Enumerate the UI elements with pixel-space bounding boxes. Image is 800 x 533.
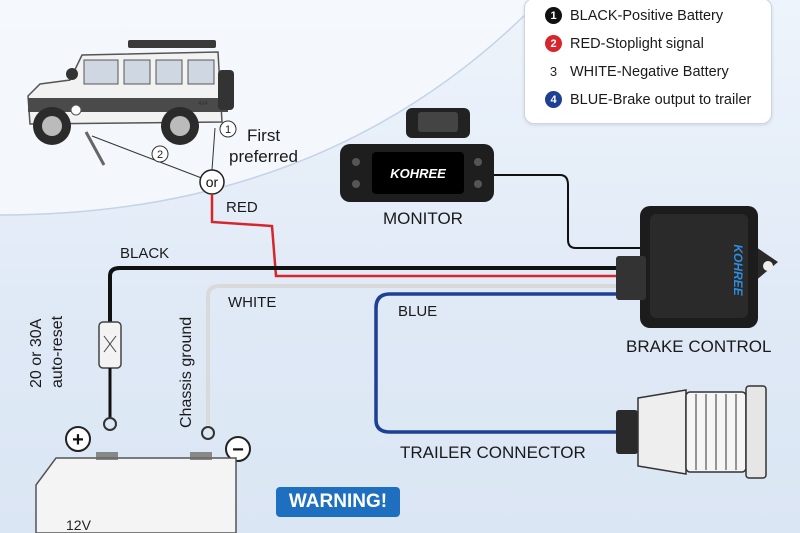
blue-wire xyxy=(374,292,625,434)
red-wire-label: RED xyxy=(226,199,258,216)
negative-symbol: − xyxy=(232,439,244,461)
brake-control-label: BRAKE CONTROL xyxy=(626,337,772,356)
first-preferred-label-line2: preferred xyxy=(229,147,298,166)
trailer-connector-plug xyxy=(616,385,767,479)
legend-number-1: 1 xyxy=(545,7,562,24)
wire-color-legend: 1 BLACK-Positive Battery 2 RED-Stoplight… xyxy=(524,0,772,124)
or-text: or xyxy=(206,174,219,190)
legend-number-2: 2 xyxy=(545,35,562,52)
negative-terminal-icon xyxy=(225,436,251,462)
white-wire xyxy=(206,284,625,425)
inline-fuse xyxy=(98,321,122,431)
white-wire-label: WHITE xyxy=(228,294,277,311)
marker-1-circle xyxy=(219,120,237,138)
legend-item-white: 3 WHITE-Negative Battery xyxy=(545,63,729,80)
legend-text-blue: BLUE-Brake output to trailer xyxy=(570,91,752,108)
fuse-type-label: auto-reset xyxy=(49,315,66,388)
marker-2-circle xyxy=(151,145,169,163)
svg-text:4x4: 4x4 xyxy=(198,101,208,107)
chassis-ground-label: Chassis ground xyxy=(178,316,195,428)
legend-item-black: 1 BLACK-Positive Battery xyxy=(545,7,723,24)
warning-badge: WARNING! xyxy=(276,487,400,517)
leader-line-pedal xyxy=(91,135,213,183)
legend-text-black: BLACK-Positive Battery xyxy=(570,7,724,24)
svg-text:KOHREE: KOHREE xyxy=(731,244,745,296)
svg-text:KOHREE: KOHREE xyxy=(390,166,446,181)
leader-line-pedal-rod xyxy=(84,131,106,166)
legend-text-white: WHITE-Negative Battery xyxy=(570,63,729,80)
legend-text-red: RED-Stoplight signal xyxy=(570,35,704,52)
legend-number-3: 3 xyxy=(545,63,562,80)
blue-wire-label: BLUE xyxy=(398,303,438,320)
battery-illustration xyxy=(35,452,237,533)
monitor-cable xyxy=(494,174,640,249)
positive-terminal-icon xyxy=(65,426,91,452)
trailer-connector-label: TRAILER CONNECTOR xyxy=(400,443,586,462)
legend-number-4: 4 xyxy=(545,91,562,108)
marker-2-text: 2 xyxy=(157,149,163,161)
legend-item-red: 2 RED-Stoplight signal xyxy=(545,35,704,52)
red-wire xyxy=(210,194,625,278)
background-arc-edge xyxy=(0,0,541,216)
legend-item-blue: 4 BLUE-Brake output to trailer xyxy=(545,91,751,108)
battery-voltage-label: 12V xyxy=(66,517,91,533)
monitor-label: MONITOR xyxy=(383,209,463,228)
brake-control-device: KOHREE xyxy=(616,206,778,328)
marker-1-text: 1 xyxy=(225,124,231,136)
positive-symbol: + xyxy=(72,429,84,451)
vehicle-illustration: 4x4 xyxy=(27,40,234,145)
fuse-rating-label: 20 or 30A xyxy=(28,318,45,388)
black-wire xyxy=(108,266,625,322)
leader-line-switch xyxy=(211,127,216,171)
monitor-device: KOHREE xyxy=(340,108,494,202)
first-preferred-label-line1: First xyxy=(247,126,281,145)
black-wire-label: BLACK xyxy=(120,245,170,262)
ground-ring-terminal xyxy=(201,426,215,440)
